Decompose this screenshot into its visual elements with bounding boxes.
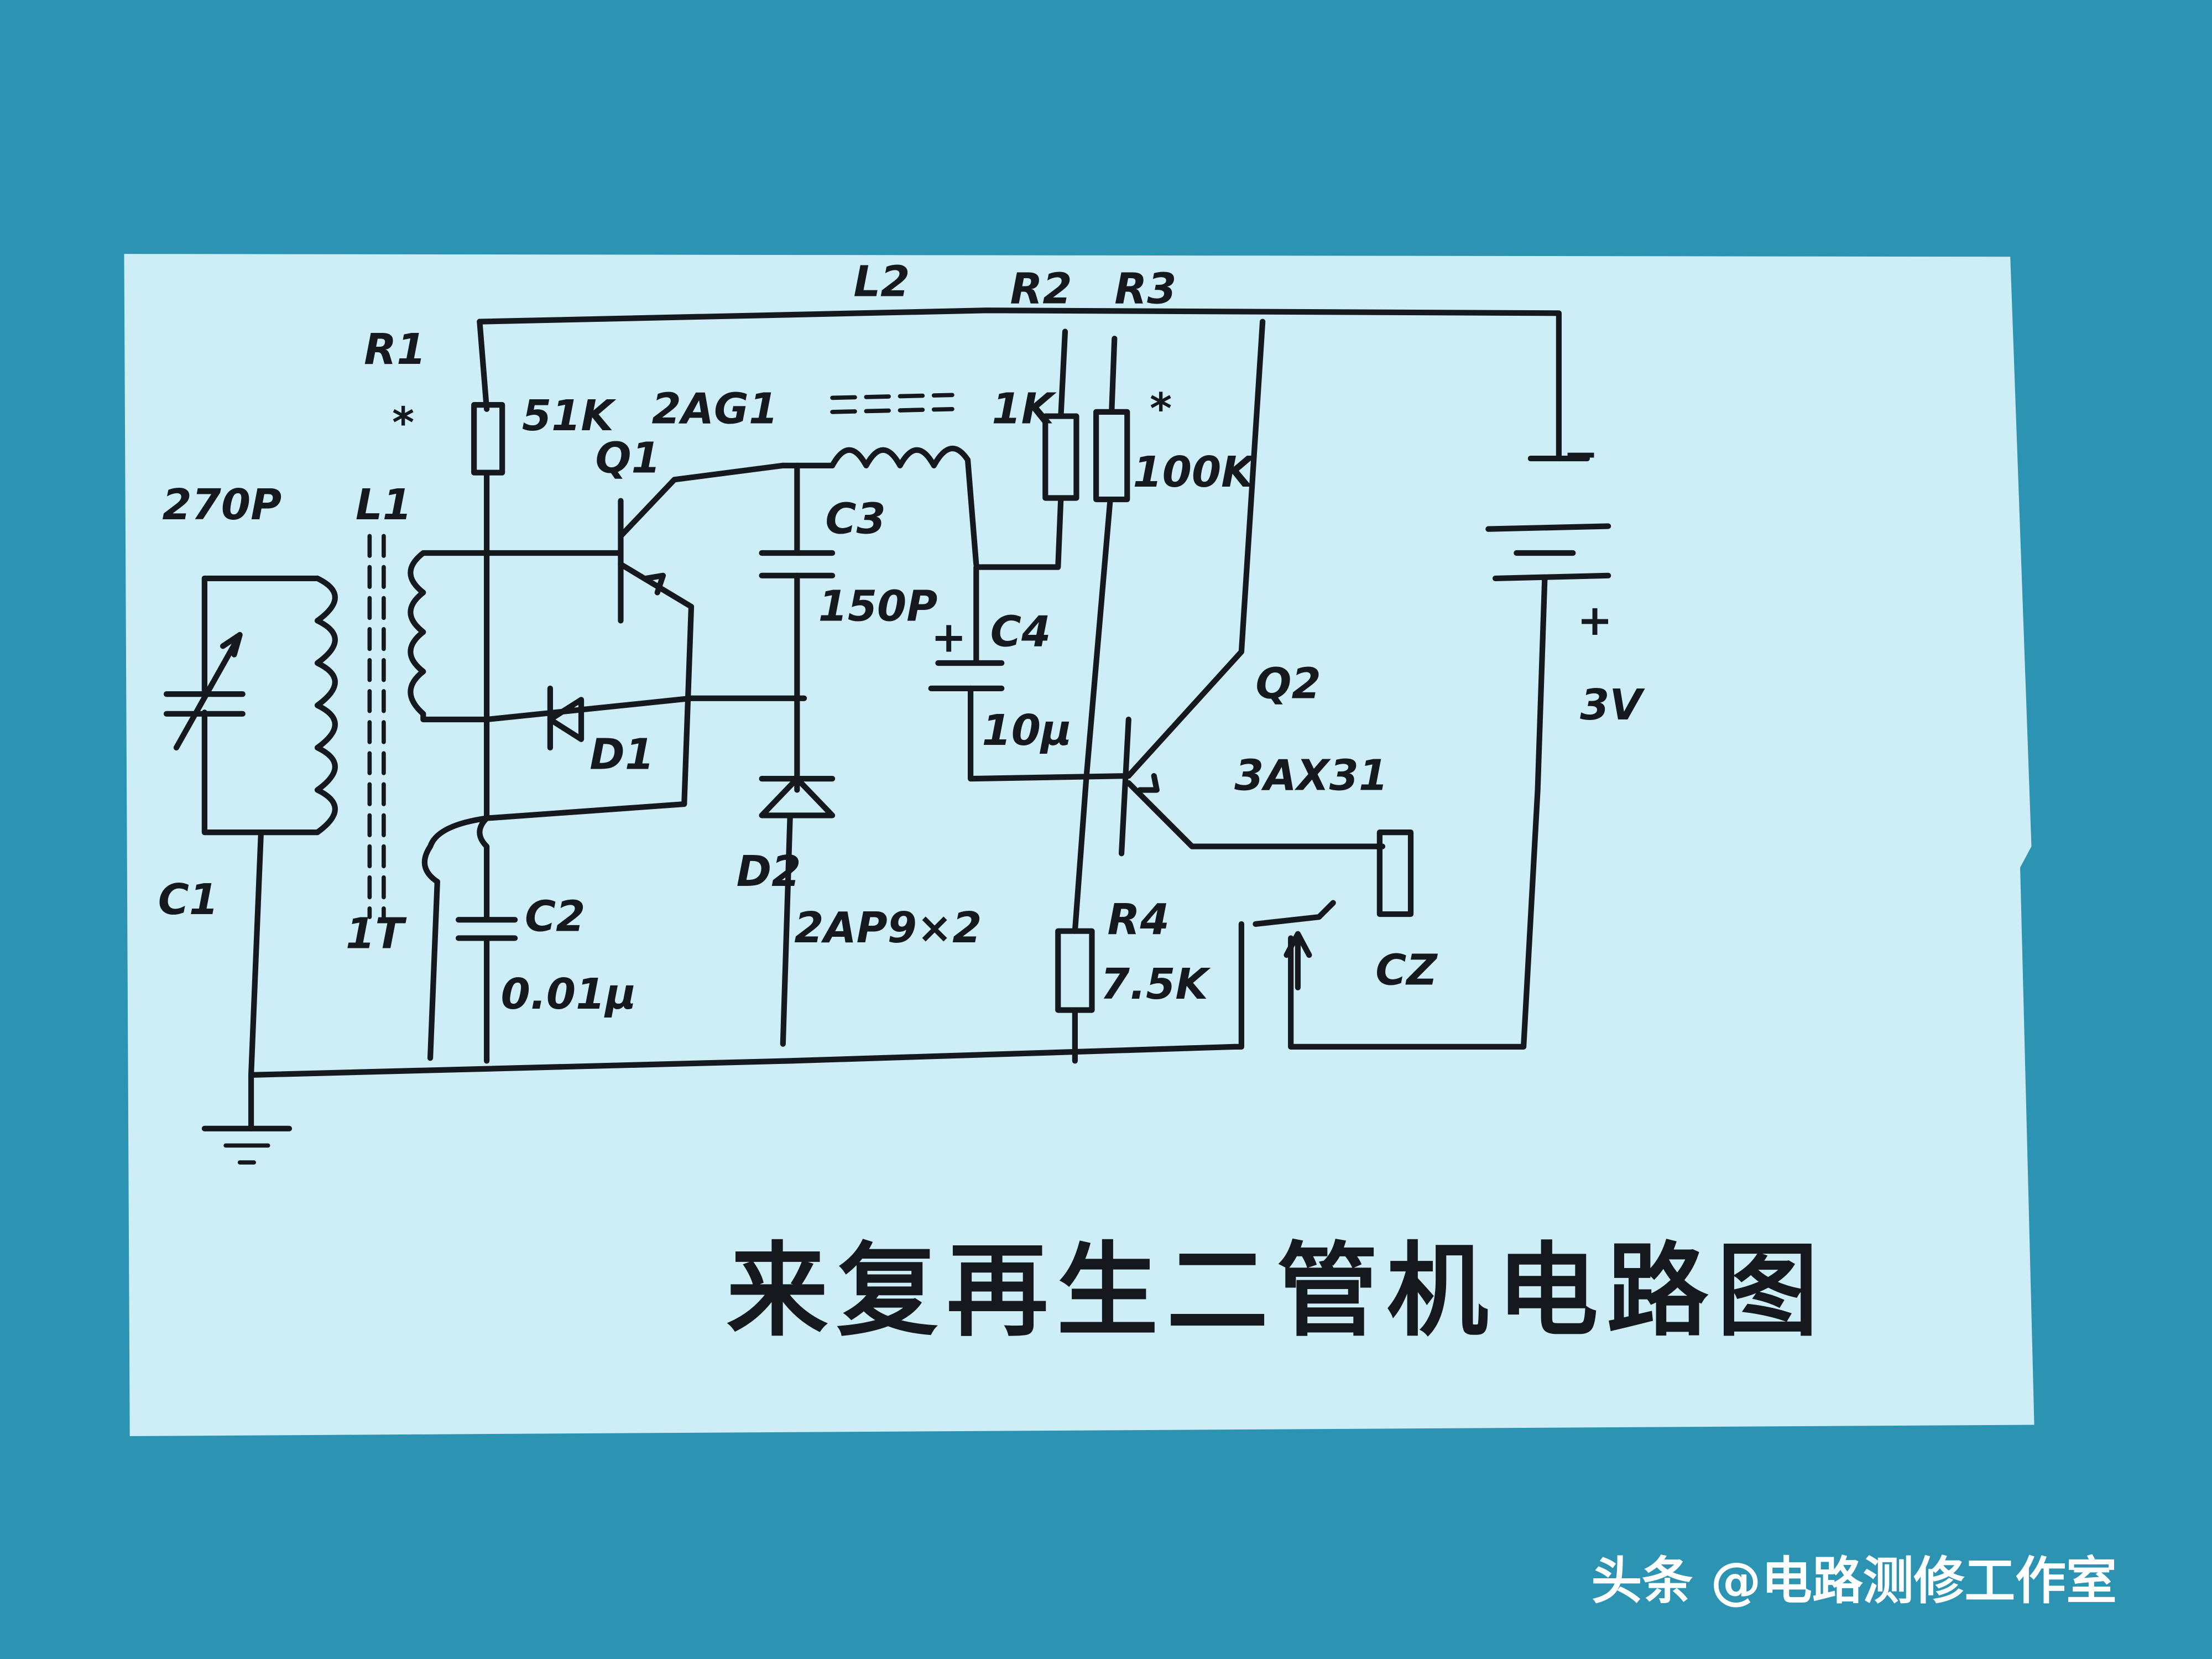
circuit-wires: [163, 307, 1611, 1165]
diode-d2: [759, 776, 836, 818]
label-d2-type: 2AP9×2: [794, 904, 982, 953]
label-battery-minus: −: [1563, 430, 1599, 479]
label-c2-value: 0.01μ: [501, 970, 637, 1019]
label-l2: L2: [853, 258, 910, 307]
label-l1: L1: [356, 481, 412, 530]
ground-symbol: [201, 1125, 293, 1165]
label-battery-voltage: 3V: [1580, 681, 1645, 730]
label-d2: D2: [737, 847, 801, 896]
label-q2: Q2: [1255, 660, 1321, 709]
label-r2: R2: [1010, 264, 1072, 314]
label-t1: 1T: [346, 909, 407, 958]
component-labels: R1 * 51K 2AG1 Q1 L1 270P C1 1T C2 0.01μ …: [158, 258, 1646, 1019]
label-battery-plus: +: [1577, 596, 1613, 645]
label-earphone: CZ: [1375, 946, 1438, 995]
label-r1-mark: *: [392, 399, 414, 448]
label-r1: R1: [364, 325, 426, 374]
switch: [1232, 900, 1336, 1050]
diode-d1: [547, 685, 585, 751]
capacitor-c4: [928, 660, 1131, 782]
ferrite-core: [367, 534, 386, 919]
capacitor-c3: [759, 550, 836, 578]
label-r4: R4: [1108, 895, 1170, 945]
label-c4-plus: +: [931, 613, 967, 662]
earphone-cz: [1376, 830, 1414, 917]
coil-feedback: [421, 815, 490, 1061]
diagram-title: 来复再生二管机电路图: [727, 1233, 1827, 1350]
watermark: 头条 @电路测修工作室: [1592, 1551, 2117, 1610]
label-r1-value: 51K: [522, 392, 617, 441]
label-q1: Q1: [596, 434, 661, 483]
label-q2-type: 3AX31: [1234, 752, 1388, 801]
transistor-q2: [1118, 319, 1386, 857]
label-r3-mark: *: [1150, 384, 1172, 434]
label-c4: C4: [990, 607, 1051, 656]
label-r3: R3: [1114, 264, 1176, 314]
transistor-q1: [484, 462, 786, 821]
battery-symbol: [1288, 455, 1611, 1050]
coil-l1: [408, 550, 624, 723]
label-d1: D1: [589, 730, 654, 779]
label-r4-value: 7.5K: [1100, 960, 1212, 1009]
label-q1-type: 2AG1: [652, 384, 779, 434]
coil-l2-core: [830, 393, 954, 414]
coil-l2: [830, 445, 979, 567]
label-c1: C1: [158, 875, 218, 925]
capacitor-c2: [455, 917, 518, 1064]
label-c3: C3: [825, 494, 885, 544]
coil-tank: [201, 575, 338, 836]
label-c3-value: 150P: [818, 582, 938, 631]
label-r3-value: 100K: [1133, 448, 1257, 497]
variable-capacitor-c1: [163, 632, 246, 751]
label-c1-value: 270P: [162, 481, 281, 530]
label-r2-value: 1K: [992, 384, 1057, 434]
label-c4-value: 10μ: [982, 706, 1072, 755]
label-c2: C2: [525, 893, 585, 942]
